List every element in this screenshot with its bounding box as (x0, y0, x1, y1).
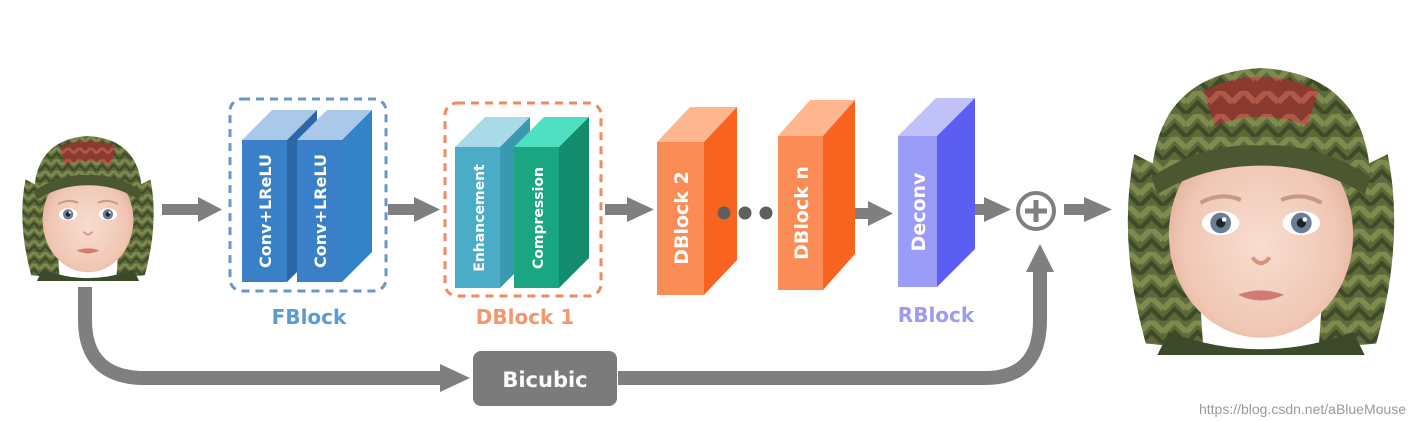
compression-label: Compression (531, 167, 547, 269)
deconv-label: Deconv (908, 172, 930, 252)
fblock-group: Conv+LReLU Conv+LReLU FBlock (228, 97, 388, 329)
enhancement-label: Enhancement (472, 164, 488, 272)
ellipsis-dots (717, 206, 773, 220)
conv-lrelu-block-2: Conv+LReLU (297, 110, 372, 282)
bicubic-box: Bicubic (473, 351, 617, 406)
rblock-label: RBlock (898, 303, 975, 327)
conv-lrelu-label-2: Conv+LReLU (311, 154, 330, 268)
skip-connection-path (78, 244, 1054, 392)
dblockn-label: DBlock n (791, 166, 813, 260)
dblock1-label: DBlock 1 (476, 305, 574, 329)
deconv-block: Deconv (898, 98, 975, 287)
conv-lrelu-label-1: Conv+LReLU (256, 154, 275, 268)
compression-block: Compression (514, 117, 589, 288)
bicubic-label: Bicubic (502, 368, 587, 392)
dblock1-group: Enhancement Compression DBlock 1 (443, 101, 603, 329)
watermark-text: https://blog.csdn.net/aBlueMouse (1199, 401, 1406, 417)
fblock-label: FBlock (272, 305, 347, 329)
sum-icon (1016, 191, 1056, 231)
output-face-image (1117, 68, 1405, 355)
rblock-group: Deconv RBlock (898, 98, 975, 327)
input-face-image (15, 134, 161, 283)
dblock2-block: DBlock 2 (657, 107, 737, 295)
dblockn-block: DBlock n (778, 100, 855, 290)
dblock2-label: DBlock 2 (671, 171, 693, 265)
